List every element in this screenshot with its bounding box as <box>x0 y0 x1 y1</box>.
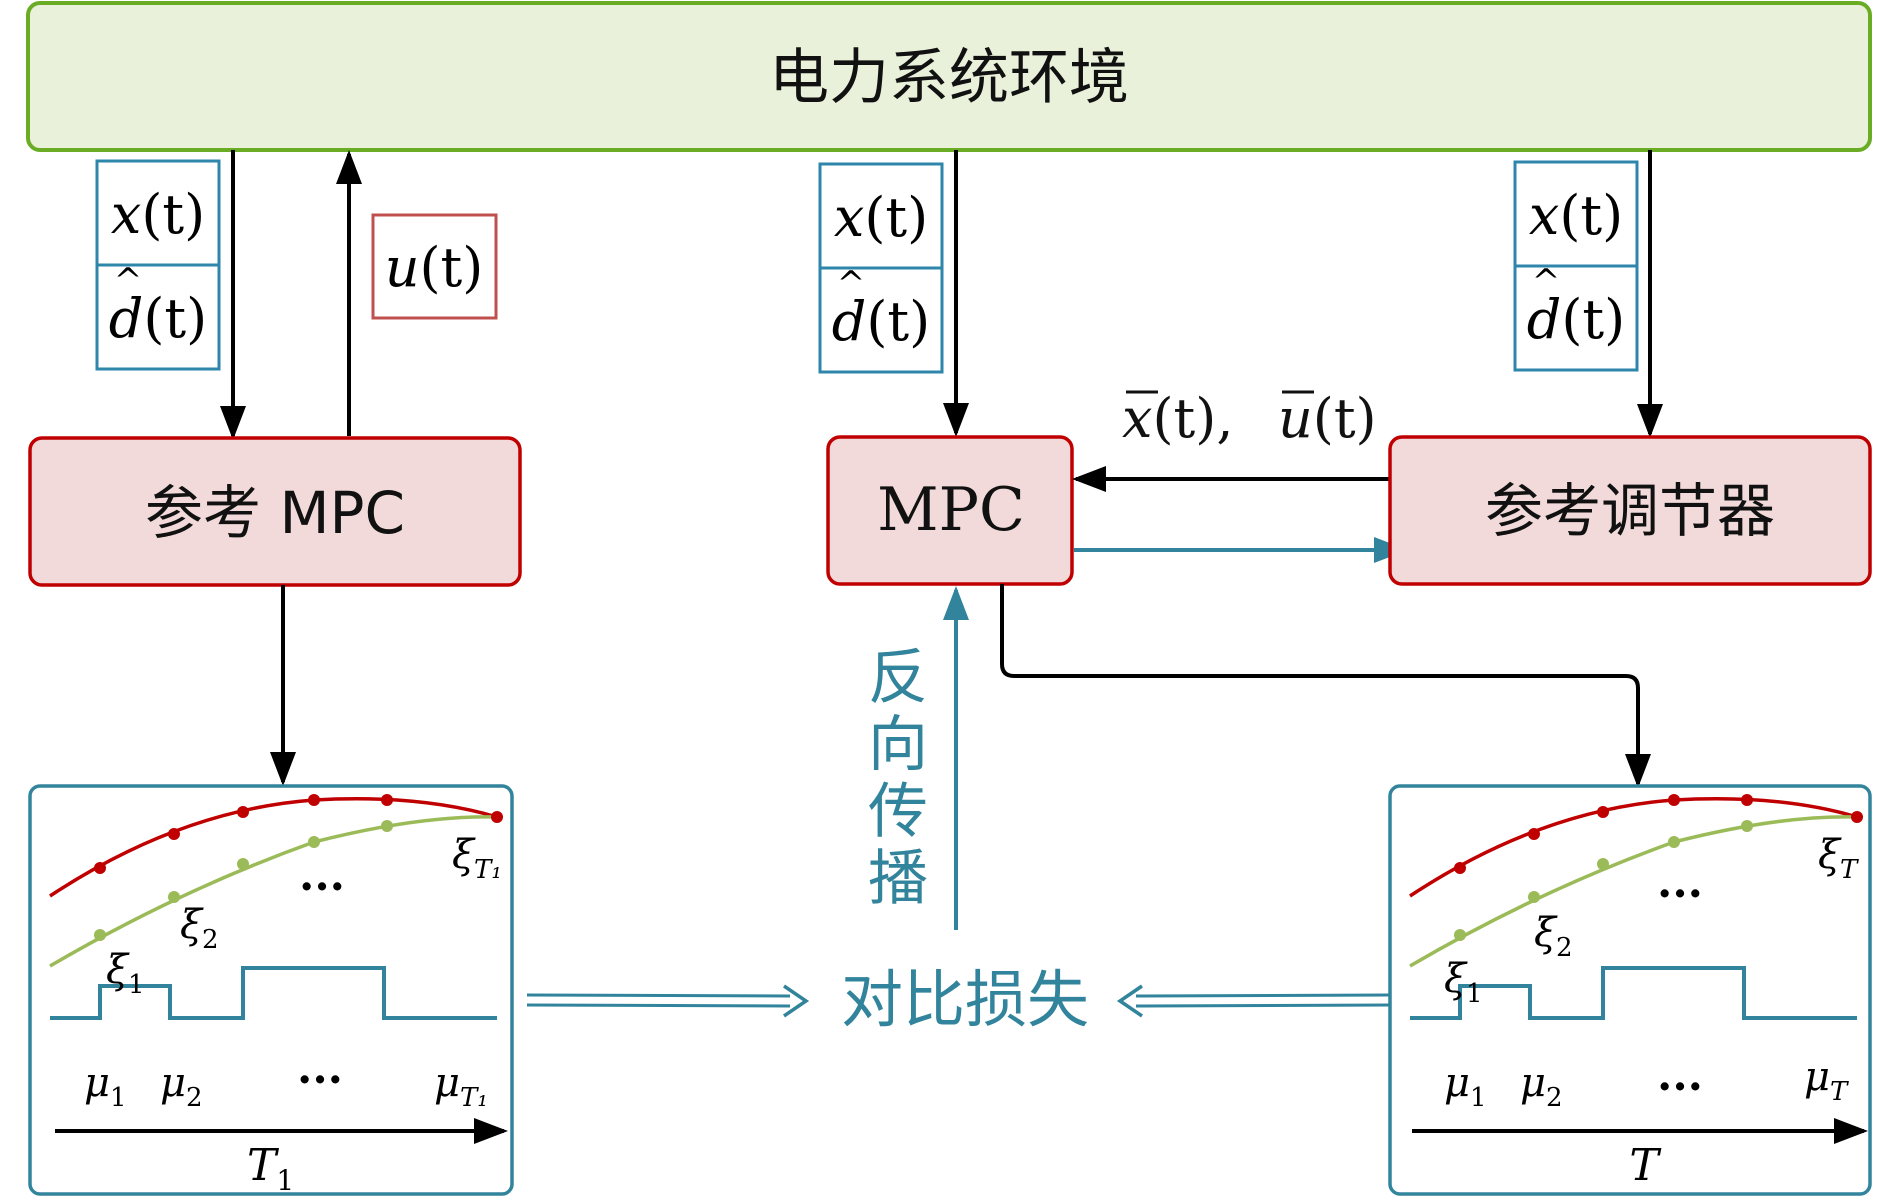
left-dots-bottom: ... <box>297 1043 343 1094</box>
left-xi-1: ξ1 <box>106 947 145 1000</box>
ref-mpc-block <box>28 436 522 587</box>
control-box <box>371 213 498 320</box>
right-red-curve <box>1409 797 1858 898</box>
left-green-points <box>94 820 393 941</box>
right-green-points <box>1454 820 1753 941</box>
right-loss-arrow <box>1116 984 1391 1018</box>
mid-x-label: x(t) <box>834 186 928 249</box>
mid-d-hat: ^ <box>837 264 866 304</box>
right-xi-1: ξ1 <box>1444 956 1483 1009</box>
right-d-label: d(t) <box>1527 288 1625 351</box>
mid-state-box: x(t) d(t) ^ <box>818 162 944 374</box>
left-mu-T: μT₁ <box>434 1060 488 1113</box>
right-state-box: x(t) d(t) ^ <box>1513 160 1639 372</box>
environment-label: 电力系统环境 <box>769 43 1129 113</box>
mpc-block <box>826 435 1074 586</box>
backprop-char-1: 反 <box>868 643 928 713</box>
left-green-curve <box>49 815 498 968</box>
left-d-label: d(t) <box>109 287 207 350</box>
right-trajectory-panel: ξ1 ξ2 ξT ... ... μ1 μ2 μT T <box>1388 784 1872 1196</box>
left-mu-1: μ1 <box>84 1060 127 1113</box>
right-dots-bottom: ... <box>1657 1050 1703 1101</box>
left-d-hat: ^ <box>114 261 143 301</box>
right-step-signal <box>1410 966 1857 1020</box>
right-mu-1: μ1 <box>1444 1060 1487 1113</box>
left-x-label: x(t) <box>111 183 205 246</box>
mpc-label: MPC <box>877 475 1025 545</box>
ref-mpc-label: 参考 MPC <box>145 479 405 547</box>
left-axis-label: T1 <box>247 1140 294 1197</box>
backprop-char-2: 向 <box>868 710 928 780</box>
left-trajectory-panel: ξ1 ξ2 ξT₁ ... ... μ1 μ2 μT₁ T1 <box>28 784 514 1197</box>
ref-signals-label: x(t),(t) <box>1122 387 1311 450</box>
mid-d-label: d(t) <box>832 290 930 353</box>
environment-block <box>26 1 1872 152</box>
backprop-char-3: 传 <box>868 777 928 847</box>
right-mu-T: μT <box>1804 1054 1849 1107</box>
right-xi-T: ξT <box>1818 832 1859 885</box>
right-axis-label: T <box>1629 1140 1662 1191</box>
ref-regulator-label: 参考调节器 <box>1485 477 1775 545</box>
left-xi-2: ξ2 <box>180 902 219 955</box>
left-red-curve <box>49 797 498 898</box>
mpc-to-right-panel-arrow <box>1000 584 1651 788</box>
right-mu-2: μ2 <box>1520 1060 1563 1113</box>
right-red-points <box>1454 794 1863 874</box>
ref-u-label: u(t) <box>1278 387 1377 450</box>
left-step-signal <box>50 966 497 1020</box>
left-loss-arrow <box>526 984 810 1018</box>
right-x-label: x(t) <box>1529 184 1623 247</box>
left-red-points <box>94 794 503 874</box>
ref-regulator-block <box>1388 435 1872 586</box>
right-xi-2: ξ2 <box>1534 910 1573 963</box>
left-dots-top: ... <box>299 850 345 901</box>
right-d-hat: ^ <box>1532 262 1561 302</box>
backprop-char-4: 播 <box>868 844 928 914</box>
left-mu-2: μ2 <box>160 1060 203 1113</box>
left-xi-T: ξT₁ <box>452 832 502 885</box>
left-state-box: x(t) d(t) ^ <box>95 159 221 371</box>
loss-label: 对比损失 <box>841 963 1089 1036</box>
right-green-curve <box>1409 815 1858 968</box>
control-label: u(t) <box>385 236 484 299</box>
right-dots-top: ... <box>1657 857 1703 908</box>
